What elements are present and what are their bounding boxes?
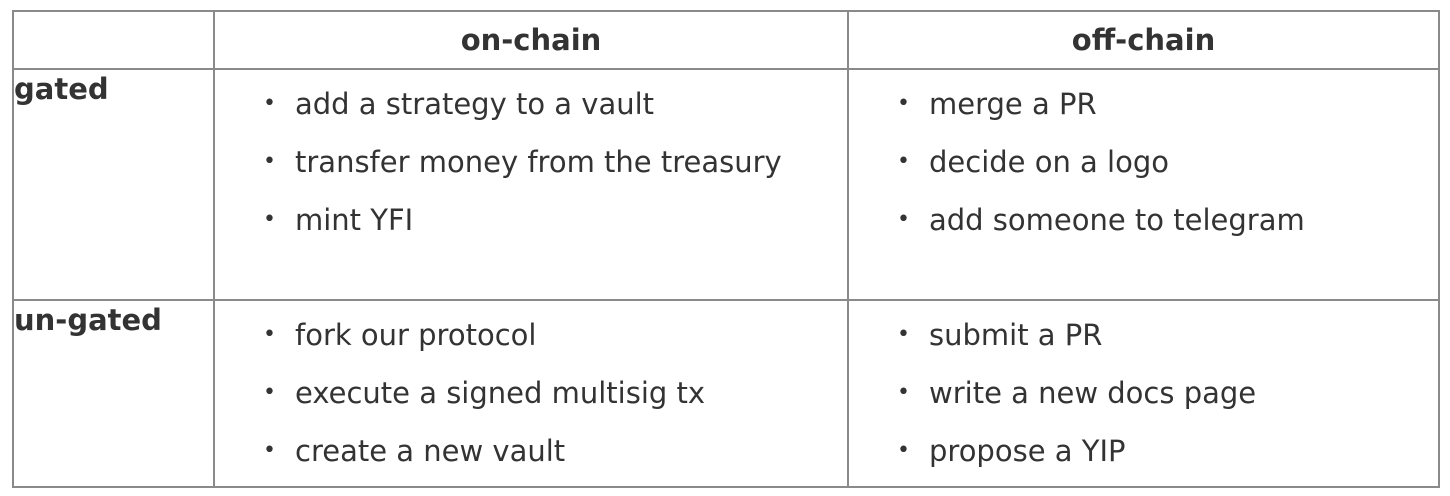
list-ungated-on-chain: • fork our protocol • execute a signed mul… xyxy=(215,301,847,475)
bullet-icon: • xyxy=(897,322,910,347)
cell-gated-off-chain: • merge a PR • decide on a logo • add someo… xyxy=(847,68,1440,301)
list-item: • fork our protocol xyxy=(215,311,847,359)
list-gated-on-chain: • add a strategy to a vault • transfer mon… xyxy=(215,70,847,244)
bullet-icon: • xyxy=(263,91,276,116)
list-item-text: add a strategy to a vault xyxy=(295,87,655,121)
list-item-text: add someone to telegram xyxy=(929,203,1305,237)
list-item: • submit a PR xyxy=(849,311,1438,359)
row-label-ungated: un-gated xyxy=(12,299,215,488)
list-item: • propose a YIP xyxy=(849,427,1438,475)
list-item: • create a new vault xyxy=(215,427,847,475)
bullet-icon: • xyxy=(897,438,910,463)
bullet-icon: • xyxy=(263,207,276,232)
header-row: on-chain off-chain xyxy=(12,10,1440,70)
bullet-icon: • xyxy=(263,149,276,174)
list-item-text: merge a PR xyxy=(929,87,1097,121)
list-item-text: fork our protocol xyxy=(295,318,537,352)
column-header-off-chain: off-chain xyxy=(847,10,1440,70)
list-ungated-off-chain: • submit a PR • write a new docs page • pro… xyxy=(849,301,1438,475)
list-item-text: propose a YIP xyxy=(929,434,1126,468)
list-item-text: create a new vault xyxy=(295,434,566,468)
list-item: • transfer money from the treasury xyxy=(215,138,847,186)
cell-ungated-on-chain: • fork our protocol • execute a signed mul… xyxy=(213,299,849,488)
list-item-text: decide on a logo xyxy=(929,145,1170,179)
corner-header-cell xyxy=(12,10,215,70)
list-item-text: mint YFI xyxy=(295,203,414,237)
bullet-icon: • xyxy=(263,438,276,463)
list-item: • add someone to telegram xyxy=(849,196,1438,244)
table-row-ungated: un-gated • fork our protocol • execute a s… xyxy=(12,299,1440,488)
list-item-text: submit a PR xyxy=(929,318,1103,352)
list-item: • execute a signed multisig tx xyxy=(215,369,847,417)
list-item-text: execute a signed multisig tx xyxy=(295,376,706,410)
list-gated-off-chain: • merge a PR • decide on a logo • add someo… xyxy=(849,70,1438,244)
table-row-gated: gated • add a strategy to a vault • transf… xyxy=(12,68,1440,301)
list-item: • write a new docs page xyxy=(849,369,1438,417)
bullet-icon: • xyxy=(263,322,276,347)
list-item: • merge a PR xyxy=(849,80,1438,128)
row-label-gated: gated xyxy=(12,68,215,301)
bullet-icon: • xyxy=(897,207,910,232)
list-item: • decide on a logo xyxy=(849,138,1438,186)
list-item-text: write a new docs page xyxy=(929,376,1257,410)
permissions-table: on-chain off-chain gated • add a strategy… xyxy=(12,10,1440,488)
bullet-icon: • xyxy=(897,91,910,116)
cell-gated-on-chain: • add a strategy to a vault • transfer mon… xyxy=(213,68,849,301)
list-item: • add a strategy to a vault xyxy=(215,80,847,128)
cell-ungated-off-chain: • submit a PR • write a new docs page • pro… xyxy=(847,299,1440,488)
column-header-on-chain: on-chain xyxy=(213,10,849,70)
bullet-icon: • xyxy=(897,380,910,405)
list-item-text: transfer money from the treasury xyxy=(295,145,782,179)
bullet-icon: • xyxy=(263,380,276,405)
list-item: • mint YFI xyxy=(215,196,847,244)
bullet-icon: • xyxy=(897,149,910,174)
